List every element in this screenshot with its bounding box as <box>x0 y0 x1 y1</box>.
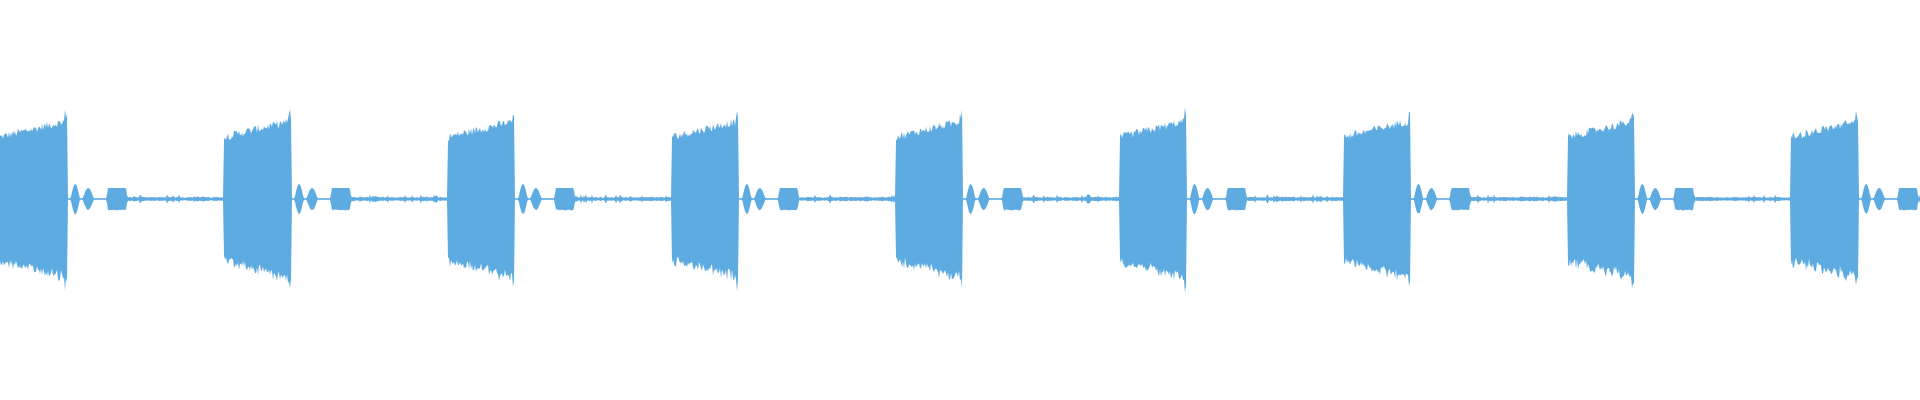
waveform-envelope <box>0 107 1920 293</box>
